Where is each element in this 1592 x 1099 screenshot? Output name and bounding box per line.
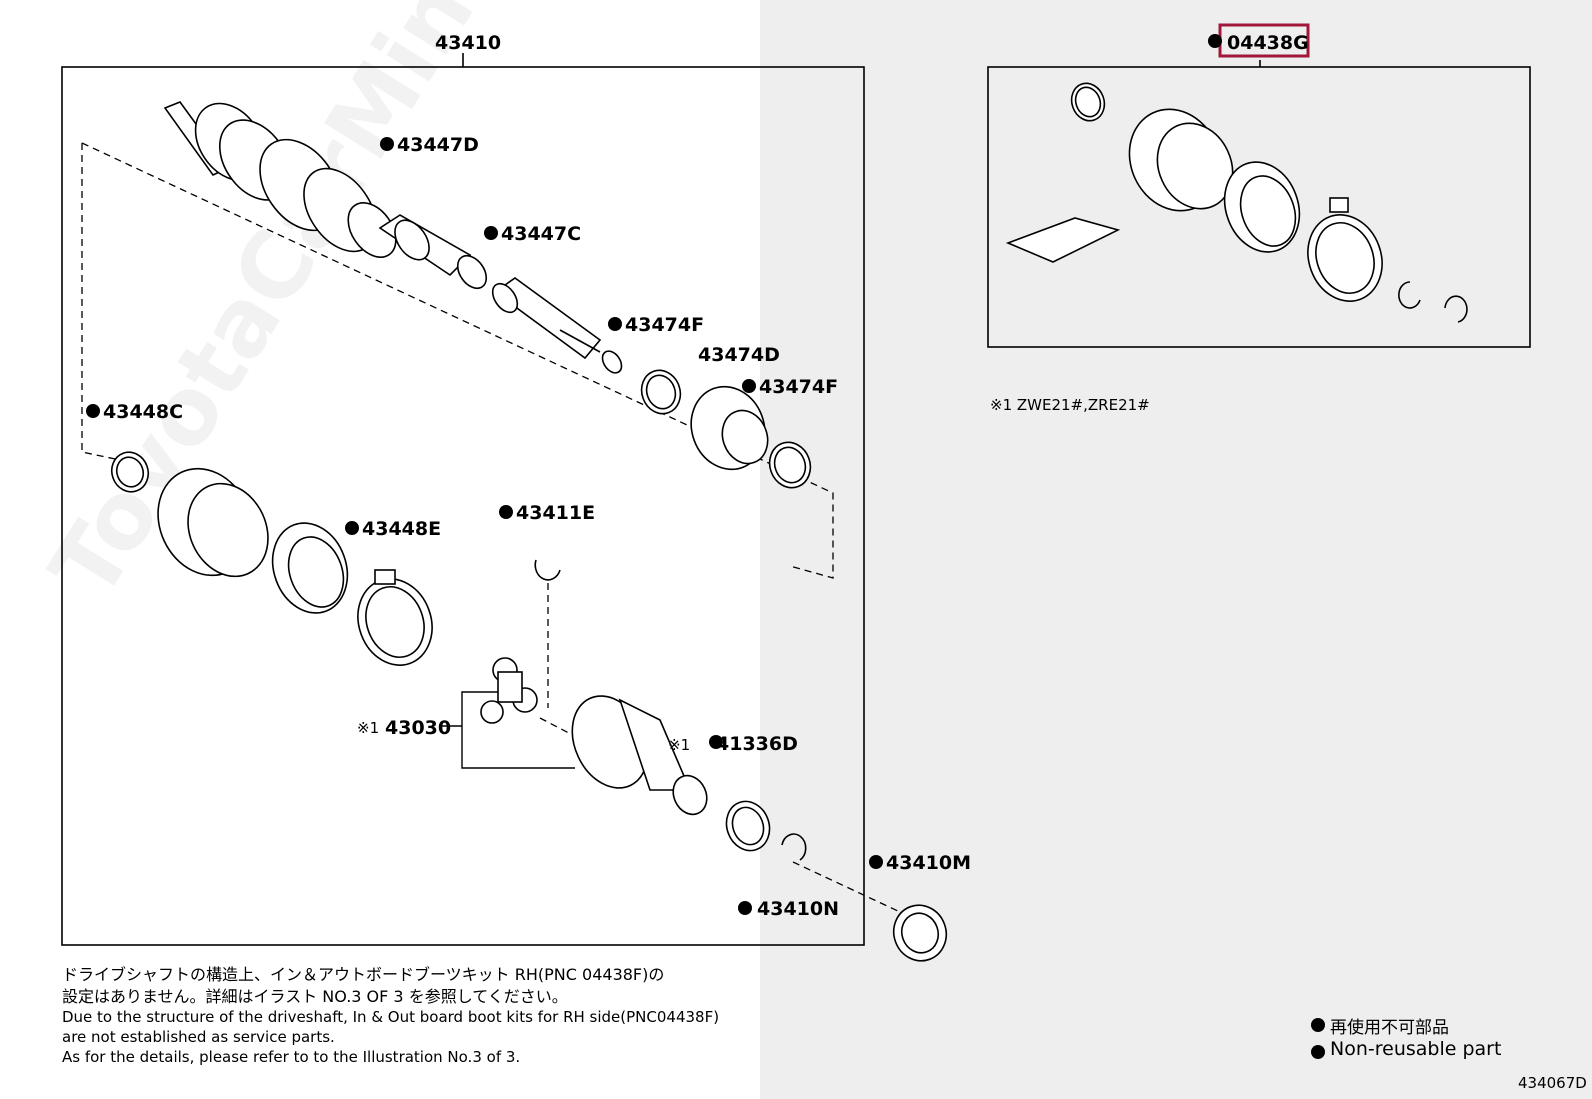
mark-43030: ※1 xyxy=(357,719,379,737)
label-43447D[interactable]: 43447D xyxy=(397,134,479,156)
note-en-line2: are not established as service parts. xyxy=(62,1028,335,1046)
outboard-joint-sketch xyxy=(163,101,623,374)
label-43447C[interactable]: 43447C xyxy=(501,223,581,245)
label-43448E[interactable]: 43448E xyxy=(362,518,441,540)
note-jp-line2: 設定はありません。詳細はイラスト NO.3 OF 3 を参照してください。 xyxy=(62,987,568,1006)
fitment-note: ※1 ZWE21#,ZRE21# xyxy=(990,396,1150,414)
note-en-line1: Due to the structure of the driveshaft, … xyxy=(62,1008,720,1026)
label-43410N[interactable]: 43410N xyxy=(757,898,839,920)
boot-kit-contents xyxy=(1005,82,1468,323)
snap-ring-43411E xyxy=(534,559,561,581)
legend-en: Non-reusable part xyxy=(1330,1038,1502,1060)
inboard-joint-sketch xyxy=(571,695,708,816)
label-43030[interactable]: 43030 xyxy=(385,717,451,739)
label-43410M[interactable]: 43410M xyxy=(886,852,971,874)
note-jp-line1: ドライブシャフトの構造上、イン＆アウトボードブーツキット RH(PNC 0443… xyxy=(62,965,665,984)
label-04438G[interactable]: 04438G xyxy=(1227,32,1309,54)
legend-jp: 再使用不可部品 xyxy=(1330,1018,1449,1038)
tripod-joint-43030 xyxy=(480,657,538,724)
dashed-boundary-left xyxy=(81,143,121,461)
filled-dot-icon xyxy=(1311,1045,1325,1059)
label-43411E[interactable]: 43411E xyxy=(516,502,595,524)
filled-dot-icon xyxy=(1311,1018,1325,1032)
snap-ring-43410N xyxy=(781,833,807,861)
boot-kit-frame xyxy=(987,66,1531,348)
label-43474F-right[interactable]: 43474F xyxy=(759,376,838,398)
label-41336D[interactable]: 41336D xyxy=(716,733,798,755)
non-reusable-dots xyxy=(86,34,1222,915)
mark-41336D: ※1 xyxy=(668,736,690,754)
note-en-line3: As for the details, please refer to to t… xyxy=(62,1048,521,1066)
label-43474F-top[interactable]: 43474F xyxy=(625,314,704,336)
label-43448C[interactable]: 43448C xyxy=(103,401,183,423)
illustration-number: 434067D xyxy=(1518,1074,1587,1092)
label-43410: 43410 xyxy=(435,32,501,54)
label-43474D[interactable]: 43474D xyxy=(698,344,780,366)
